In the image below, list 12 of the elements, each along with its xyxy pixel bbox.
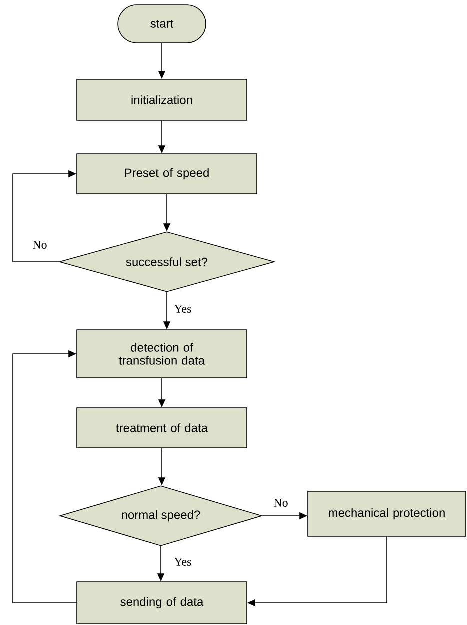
start-terminal: start: [118, 4, 206, 44]
edge-label: No: [32, 240, 48, 250]
process-box: detection of transfusion data: [76, 330, 248, 378]
edge-label: No: [272, 498, 290, 508]
arrow: [12, 350, 77, 604]
edge-label: Yes: [173, 557, 193, 567]
process-box: initialization: [76, 79, 248, 121]
process-box: treatment of data: [76, 408, 248, 448]
process-box: Preset of speed: [76, 154, 258, 194]
process-box: mechanical protection: [308, 491, 466, 537]
edge-label: Yes: [173, 304, 193, 314]
process-box: sending of data: [76, 582, 248, 624]
